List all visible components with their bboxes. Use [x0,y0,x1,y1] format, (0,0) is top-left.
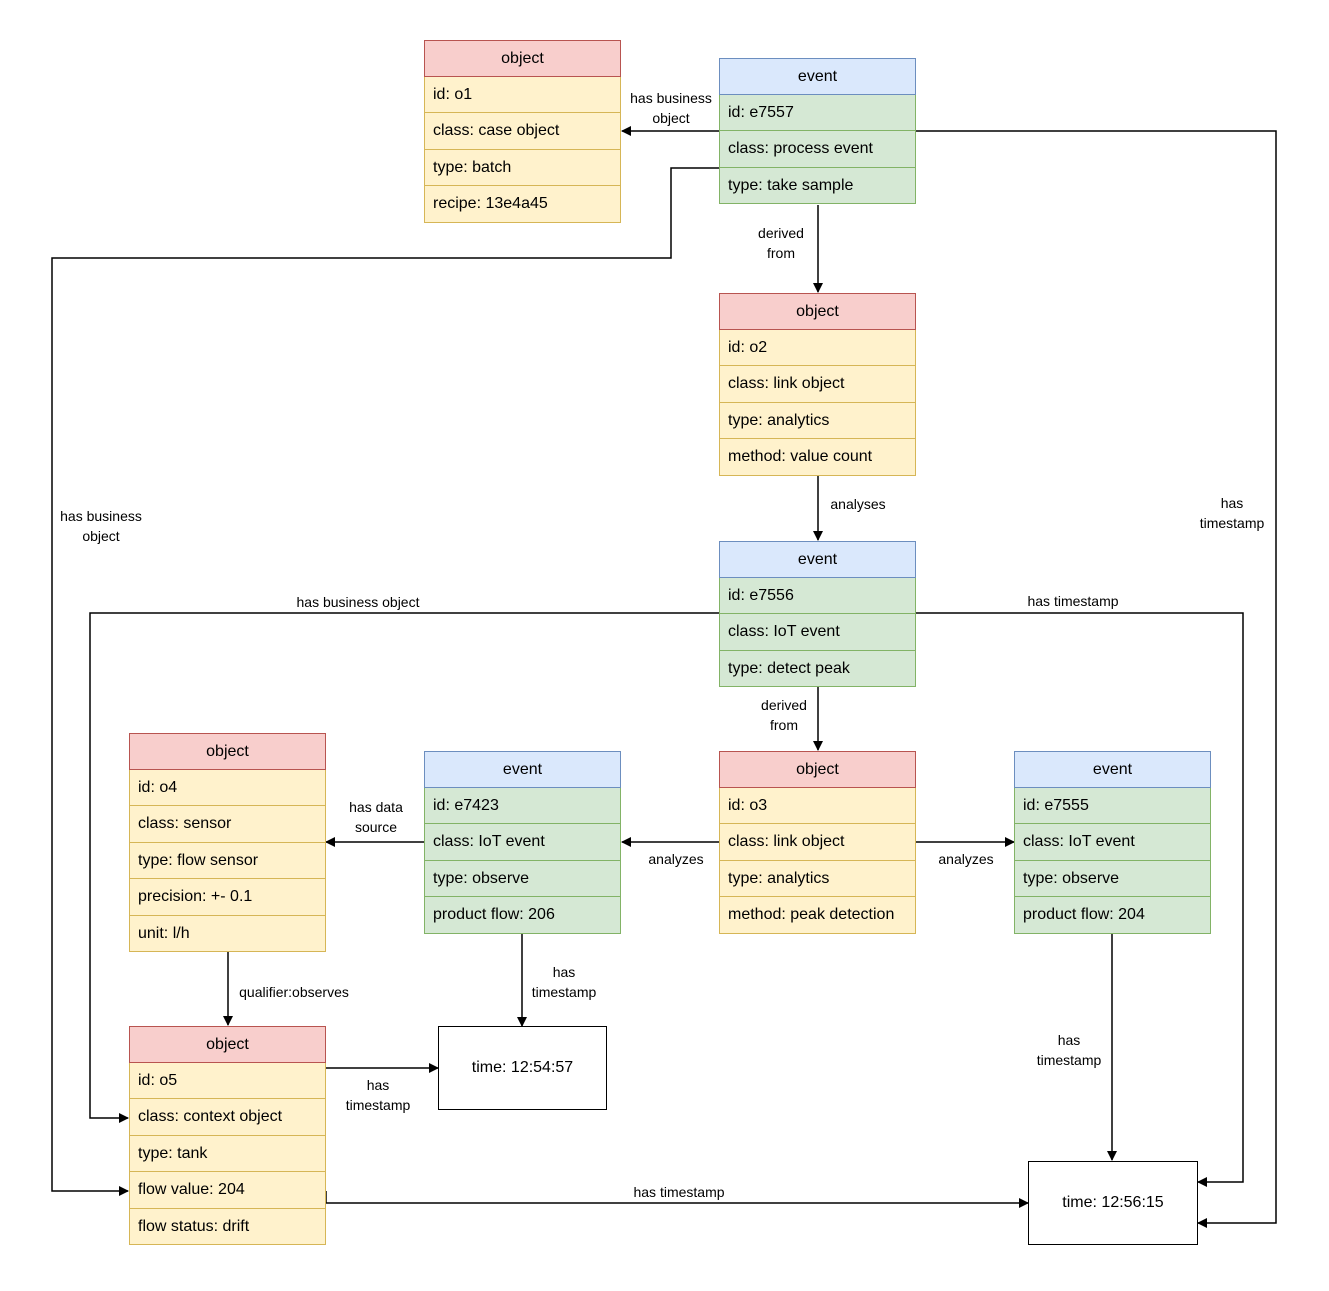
edge-o5-t2 [325,1191,1029,1208]
node-header: object [129,733,326,770]
edge-label: has timestamp [1036,1032,1102,1068]
node-header: object [719,751,916,788]
edge-label: has timestamp [1027,593,1119,609]
edge-e7557-t2 [916,130,1277,1228]
edge-label: has data source [349,799,403,835]
node-attr: type: tank [129,1135,326,1172]
edge-label: analyzes [648,851,704,867]
node-e7556[interactable]: event id: e7556 class: IoT event type: d… [719,541,916,687]
node-attr: id: e7555 [1014,787,1211,824]
node-header: object [719,293,916,330]
time-label: time: 12:54:57 [471,1059,574,1076]
edge-e7556-o5 [89,612,719,1123]
node-attr: type: flow sensor [129,842,326,879]
node-e7555[interactable]: event id: e7555 class: IoT event type: o… [1014,751,1211,934]
node-attr: id: e7423 [424,787,621,824]
node-header: event [719,58,916,95]
node-attr: id: o3 [719,787,916,824]
node-attr: method: peak detection [719,897,916,934]
node-header: event [1014,751,1211,788]
node-attr: type: observe [424,860,621,897]
node-attr: class: case object [424,113,621,150]
node-attr: class: IoT event [424,824,621,861]
node-attr: precision: +- 0.1 [129,879,326,916]
node-attr: flow value: 204 [129,1172,326,1209]
node-attr: type: batch [424,149,621,186]
node-attr: id: e7556 [719,577,916,614]
node-attr: flow status: drift [129,1208,326,1245]
edge-label: derived from [761,697,807,733]
time-label: time: 12:56:15 [1062,1194,1164,1211]
node-attr: id: o2 [719,329,916,366]
edge-label: has timestamp [1199,495,1265,531]
time-node-t1[interactable]: time: 12:54:57 [438,1026,607,1110]
edge-label: qualifier:observes [239,984,349,1000]
node-attr: id: o4 [129,769,326,806]
edge-label: has timestamp [633,1184,725,1200]
edge-label: has business object [296,594,420,610]
edge-label: analyzes [938,851,994,867]
node-attr: type: observe [1014,860,1211,897]
node-attr: type: analytics [719,402,916,439]
node-o5[interactable]: object id: o5 class: context object type… [129,1026,326,1245]
edge-label: derived from [758,225,804,261]
node-o1[interactable]: object id: o1 class: case object type: b… [424,40,621,223]
node-attr: class: IoT event [1014,824,1211,861]
edge-label: has business object [630,90,712,126]
node-header: object [424,40,621,77]
node-e7423[interactable]: event id: e7423 class: IoT event type: o… [424,751,621,934]
edge-label: has timestamp [531,964,597,1000]
node-attr: product flow: 206 [424,897,621,934]
node-header: event [719,541,916,578]
node-e7557[interactable]: event id: e7557 class: process event typ… [719,58,916,204]
edge-label: has business object [60,508,142,544]
node-attr: method: value count [719,439,916,476]
node-attr: class: link object [719,824,916,861]
node-attr: class: IoT event [719,614,916,651]
node-attr: id: o1 [424,76,621,113]
node-attr: type: detect peak [719,650,916,687]
edge-label: has timestamp [345,1077,411,1113]
edge-e7556-t2 [916,612,1244,1187]
edge-e7557-o5 [51,167,719,1196]
node-attr: class: process event [719,131,916,168]
node-attr: type: take sample [719,167,916,204]
node-attr: type: analytics [719,860,916,897]
node-o4[interactable]: object id: o4 class: sensor type: flow s… [129,733,326,952]
node-attr: product flow: 204 [1014,897,1211,934]
node-attr: id: e7557 [719,94,916,131]
node-attr: id: o5 [129,1062,326,1099]
node-attr: class: context object [129,1099,326,1136]
node-attr: unit: l/h [129,915,326,952]
node-attr: class: sensor [129,806,326,843]
node-header: object [129,1026,326,1063]
node-attr: recipe: 13e4a45 [424,186,621,223]
time-node-t2[interactable]: time: 12:56:15 [1028,1161,1198,1245]
node-header: event [424,751,621,788]
node-attr: class: link object [719,366,916,403]
edge-label: analyses [830,496,886,512]
node-o2[interactable]: object id: o2 class: link object type: a… [719,293,916,476]
node-o3[interactable]: object id: o3 class: link object type: a… [719,751,916,934]
